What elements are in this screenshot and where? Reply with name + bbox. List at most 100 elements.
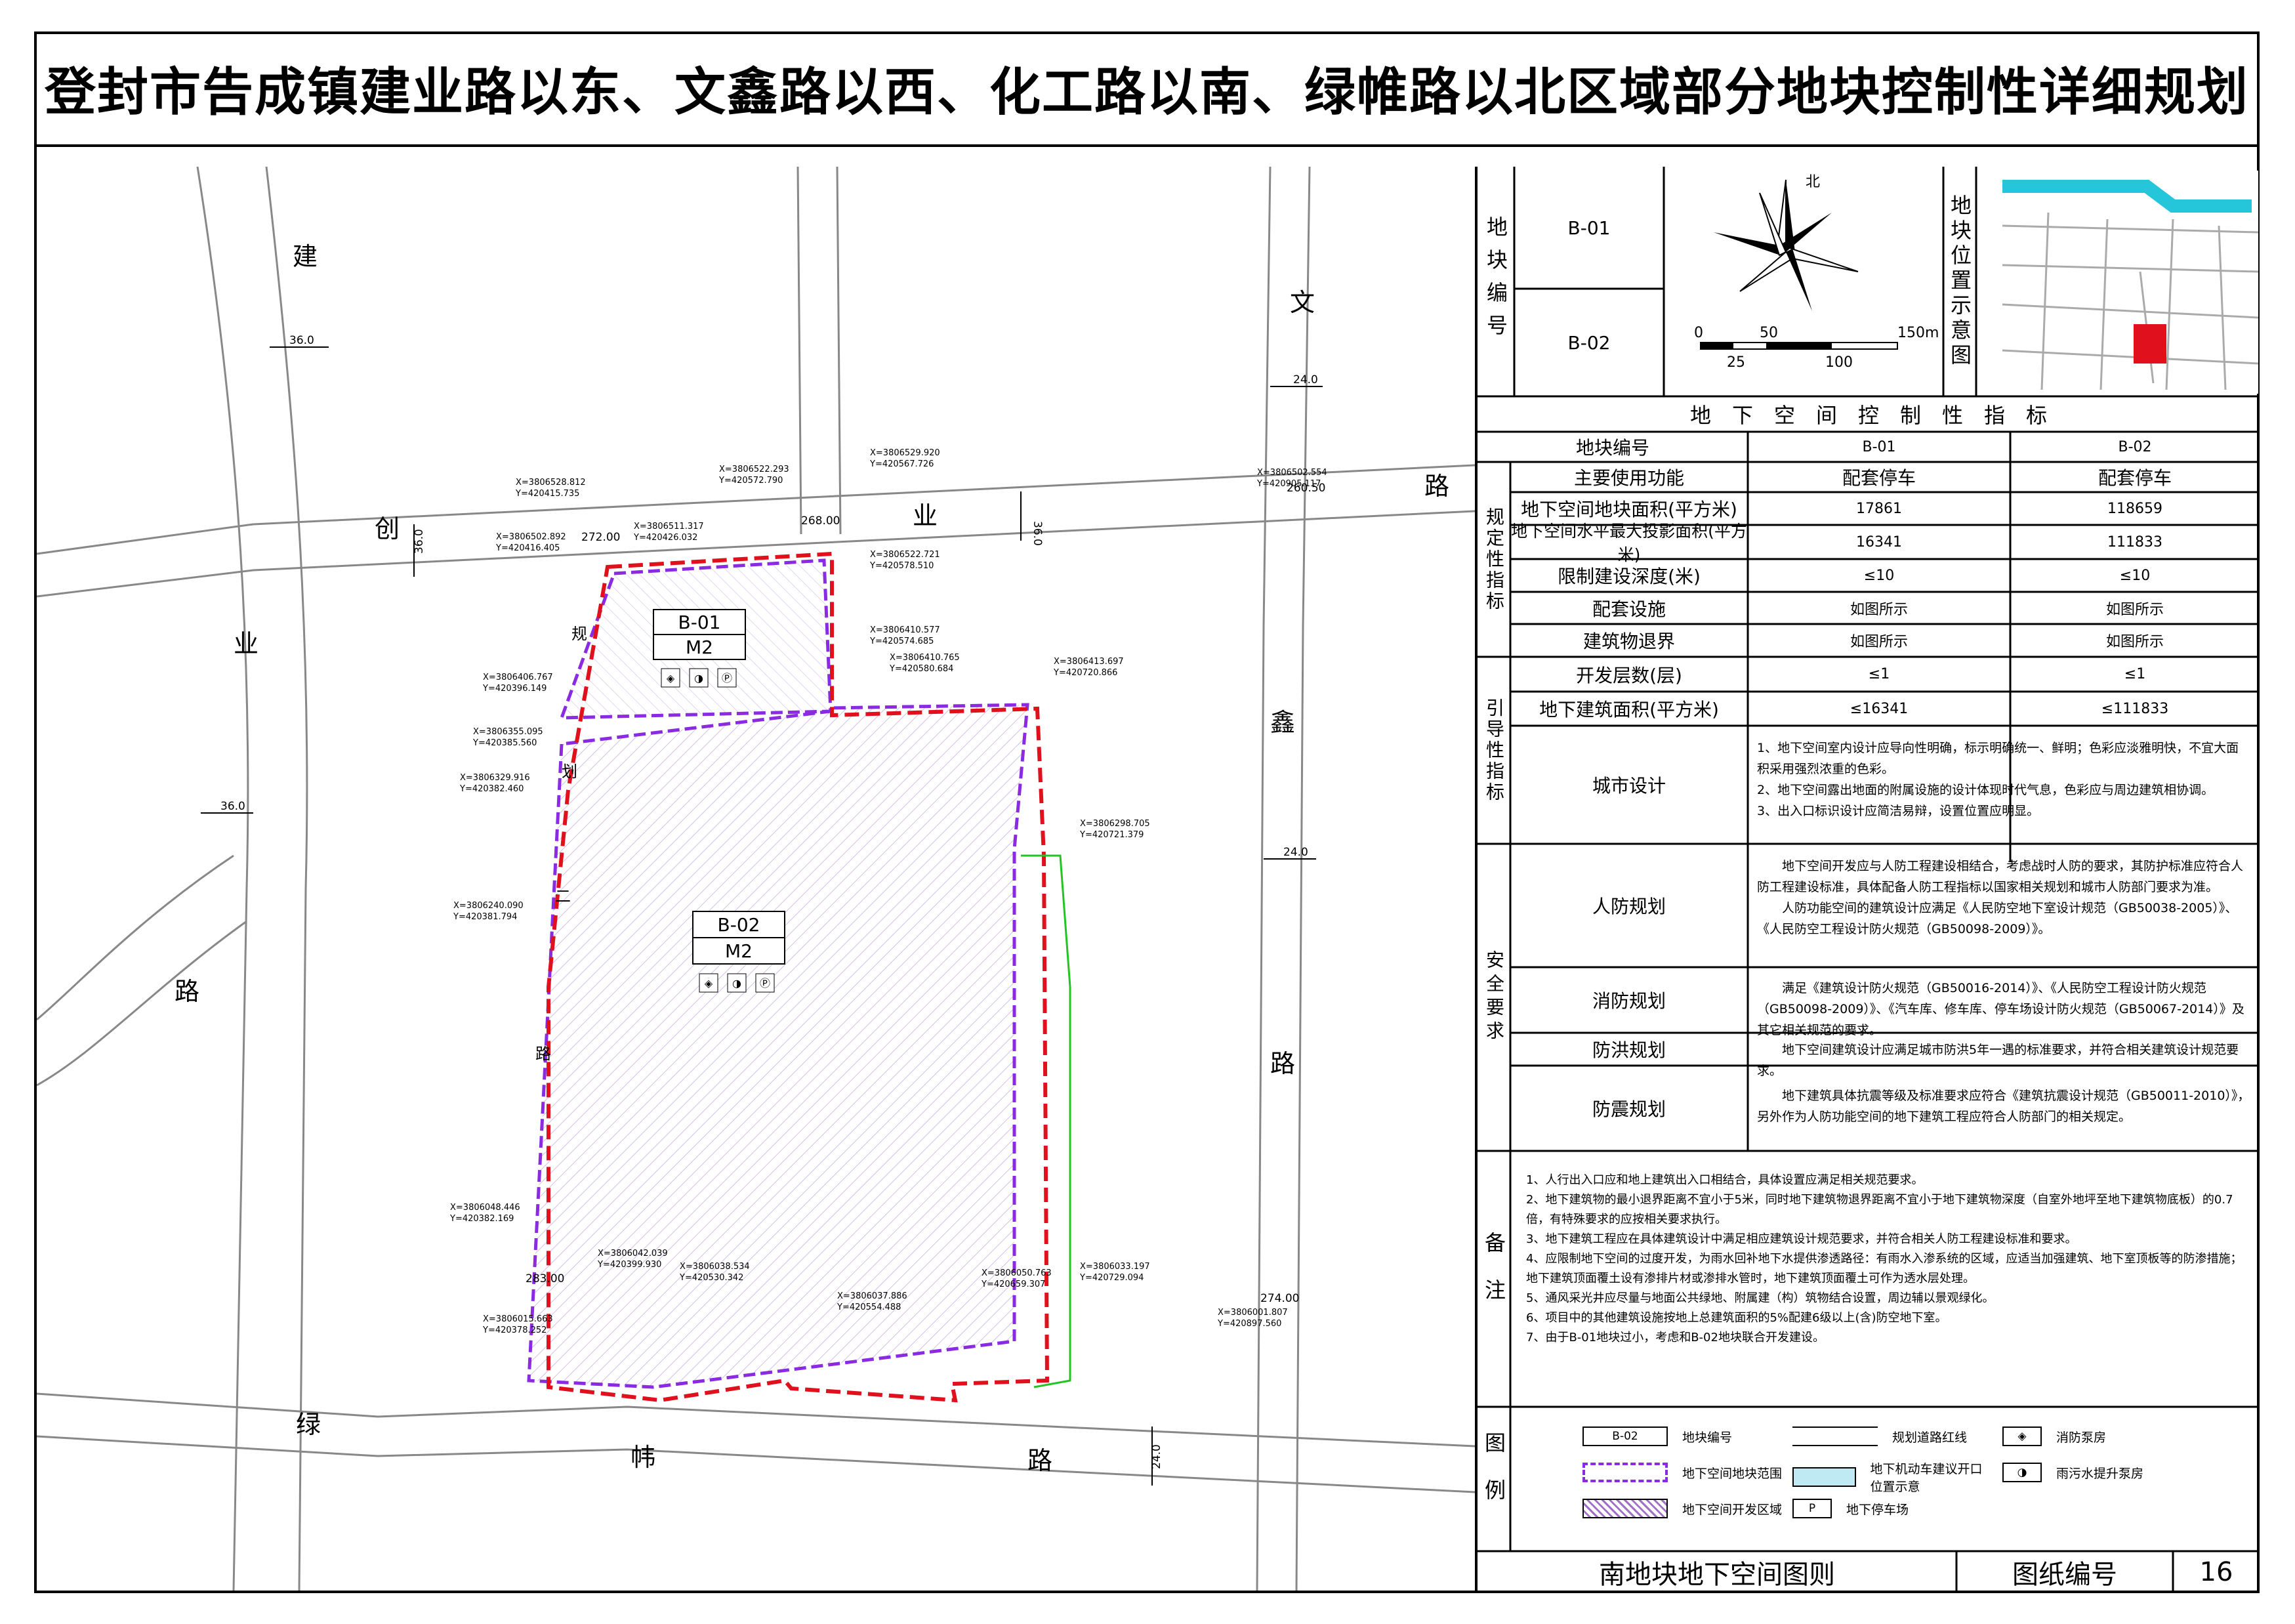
svg-text:36.0: 36.0 (289, 334, 314, 347)
road-chuangye-1: 创 (375, 514, 400, 543)
group-rules-label: 规定性指标 (1483, 507, 1505, 612)
header-b02: B-02 (2118, 438, 2152, 455)
plot-b02-area[interactable] (527, 703, 1029, 1389)
coordinate-label: X=3806048.446 (450, 1203, 520, 1213)
coordinate-label: X=3806522.293 (719, 465, 789, 474)
seismic-text: 地下建筑具体抗震等级及标准要求应符合《建筑抗震设计规范（GB50011-2010… (1757, 1089, 2250, 1124)
location-label: 地块位置示意图 (1947, 194, 1972, 369)
plan-road-3: 二 (555, 887, 571, 906)
group-guide-label: 引导性指标 (1483, 697, 1505, 803)
svg-text:272.00: 272.00 (581, 531, 620, 544)
road-lvwei-2: 帏 (631, 1443, 655, 1472)
svg-text:B-01: B-01 (678, 612, 721, 633)
plot-label-b01[interactable]: B-01 M2 ◈ ◑ Ⓟ (653, 609, 746, 688)
coordinate-label: Y=420382.460 (459, 784, 524, 794)
legend-label: 图例 (1481, 1432, 1506, 1526)
footer-drawing-number: 16 (2199, 1557, 2233, 1587)
road-lvwei-3: 路 (1027, 1446, 1052, 1475)
plot-boundary-red (547, 551, 1050, 1403)
coordinate-label: Y=420574.685 (869, 636, 934, 646)
svg-text:24.0: 24.0 (1283, 846, 1308, 859)
coordinate-label: X=3806329.916 (460, 773, 530, 783)
plan-road-2: 划 (562, 762, 577, 781)
coordinate-label: Y=420415.735 (515, 489, 579, 499)
location-map (1996, 171, 2259, 394)
coordinate-label: Y=420720.866 (1053, 668, 1117, 678)
urban-design-text: 1、地下空间室内设计应导向性明确，标示明确统一、鲜明；色彩应淡雅明快，不宜大面积… (1757, 741, 2239, 818)
coordinate-label: Y=420567.726 (869, 459, 934, 469)
green-line (1021, 854, 1071, 1388)
plan-map: 建 业 路 创 业 路 文 鑫 路 绿 帏 路 规 划 二 路 36.0 36.… (36, 166, 1476, 1591)
coordinate-label: Y=420378.252 (482, 1325, 547, 1335)
coordinate-label: X=3806015.663 (483, 1314, 553, 1324)
page-title: 登封市告成镇建业路以东、文鑫路以西、化工路以南、绿帷路以北区域部分地块控制性详细… (34, 31, 2260, 147)
fire-pump-icon: ◈ (2002, 1426, 2042, 1446)
coordinate-label: Y=420381.794 (453, 912, 517, 922)
coordinate-label: X=3806529.920 (870, 448, 940, 458)
road-jianye-2: 业 (234, 629, 258, 658)
svg-text:25: 25 (1727, 354, 1745, 371)
footer-sheet-name: 南地块地下空间图则 (1599, 1560, 1835, 1590)
coordinate-label: X=3806042.039 (598, 1249, 668, 1259)
notes-label: 备注 (1481, 1232, 1506, 1326)
header-b01: B-01 (1862, 438, 1896, 455)
svg-text:100: 100 (1825, 354, 1853, 371)
legend-development-area: 地下空间开发区域 (1582, 1499, 1782, 1518)
sewage-pump-icon: ◑ (2002, 1463, 2042, 1482)
coordinate-label: Y=420659.307 (981, 1280, 1045, 1289)
coordinate-label: Y=420905.117 (1256, 479, 1321, 489)
road-jianye-1: 建 (293, 242, 318, 271)
coordinate-label: Y=420897.560 (1217, 1319, 1281, 1329)
legend-vehicle-entry: 地下机动车建议开口位置示意 (1792, 1459, 1989, 1495)
coordinate-label: X=3806410.577 (870, 625, 940, 635)
civil-defense-text: 地下空间开发应与人防工程建设相结合，考虑战时人防的要求，其防护标准应符合人防工程… (1757, 859, 2244, 936)
coordinate-label: X=3806038.534 (680, 1262, 750, 1272)
coordinate-label: Y=420580.684 (889, 664, 953, 674)
coordinate-label: X=3806298.705 (1080, 819, 1150, 829)
table-title: 地 下 空 间 控 制 性 指 标 (1689, 403, 2047, 428)
header-name: 地块编号 (1575, 437, 1649, 459)
group-safety-label: 安全要求 (1483, 950, 1505, 1045)
road-widths: 36.0 36.0 36.0 24.0 24.0 24.0 36.0 (220, 334, 1318, 1469)
urban-design-label: 城市设计 (1592, 775, 1666, 797)
svg-text:◈: ◈ (705, 977, 713, 989)
road-wenxin-3: 路 (1270, 1049, 1295, 1078)
notes-text: 1、人行出入口应和地上建筑出入口相结合，具体设置应满足相关规范要求。2、地下建筑… (1526, 1173, 2243, 1344)
coordinate-label: X=3806502.554 (1257, 468, 1327, 478)
coordinate-label: X=3806001.807 (1218, 1308, 1288, 1318)
svg-text:24.0: 24.0 (1293, 373, 1318, 386)
coordinate-label: Y=420385.560 (472, 738, 537, 748)
svg-text:268.00: 268.00 (801, 514, 840, 528)
north-label: 北 (1806, 174, 1820, 190)
coordinate-labels: X=3806528.812Y=420415.735X=3806522.293Y=… (449, 448, 1327, 1335)
info-panel: 北 0 50 150m 25 100 地块编号 B-01 B-02 (1475, 167, 2260, 1593)
scale-bar: 0 50 150m 25 100 (1694, 325, 1939, 371)
road-lvwei-1: 绿 (296, 1410, 321, 1439)
road-wenxin-1: 文 (1290, 288, 1315, 317)
svg-text:36.0: 36.0 (1031, 521, 1044, 546)
plot-label-b02[interactable]: B-02 M2 ◈ ◑ Ⓟ (692, 911, 785, 993)
drawing-frame (34, 31, 2260, 1593)
road-chuangye-2: 业 (913, 501, 938, 530)
svg-text:36.0: 36.0 (413, 529, 426, 554)
svg-text:36.0: 36.0 (220, 800, 245, 813)
coordinate-label: X=3806037.886 (837, 1291, 907, 1301)
coordinate-label: Y=420572.790 (718, 476, 783, 486)
svg-text:Ⓟ: Ⓟ (722, 672, 732, 684)
civil-defense-label: 人防规划 (1592, 896, 1666, 917)
coordinate-label: X=3806410.765 (890, 653, 960, 663)
svg-text:B-02: B-02 (718, 914, 760, 936)
plot-code-label: 地块编号 (1483, 216, 1508, 347)
svg-text:0: 0 (1694, 325, 1703, 341)
coordinate-label: Y=420396.149 (482, 684, 547, 694)
svg-text:M2: M2 (686, 636, 713, 658)
svg-text:M2: M2 (725, 940, 753, 962)
plan-road-4: 路 (535, 1045, 551, 1063)
coordinate-label: Y=420721.379 (1079, 830, 1144, 840)
road-wenxin-2: 鑫 (1270, 708, 1295, 737)
road-labels: 建 业 路 创 业 路 文 鑫 路 绿 帏 路 (175, 242, 1449, 1475)
svg-text:◑: ◑ (694, 672, 703, 684)
svg-text:283.00: 283.00 (526, 1272, 564, 1285)
